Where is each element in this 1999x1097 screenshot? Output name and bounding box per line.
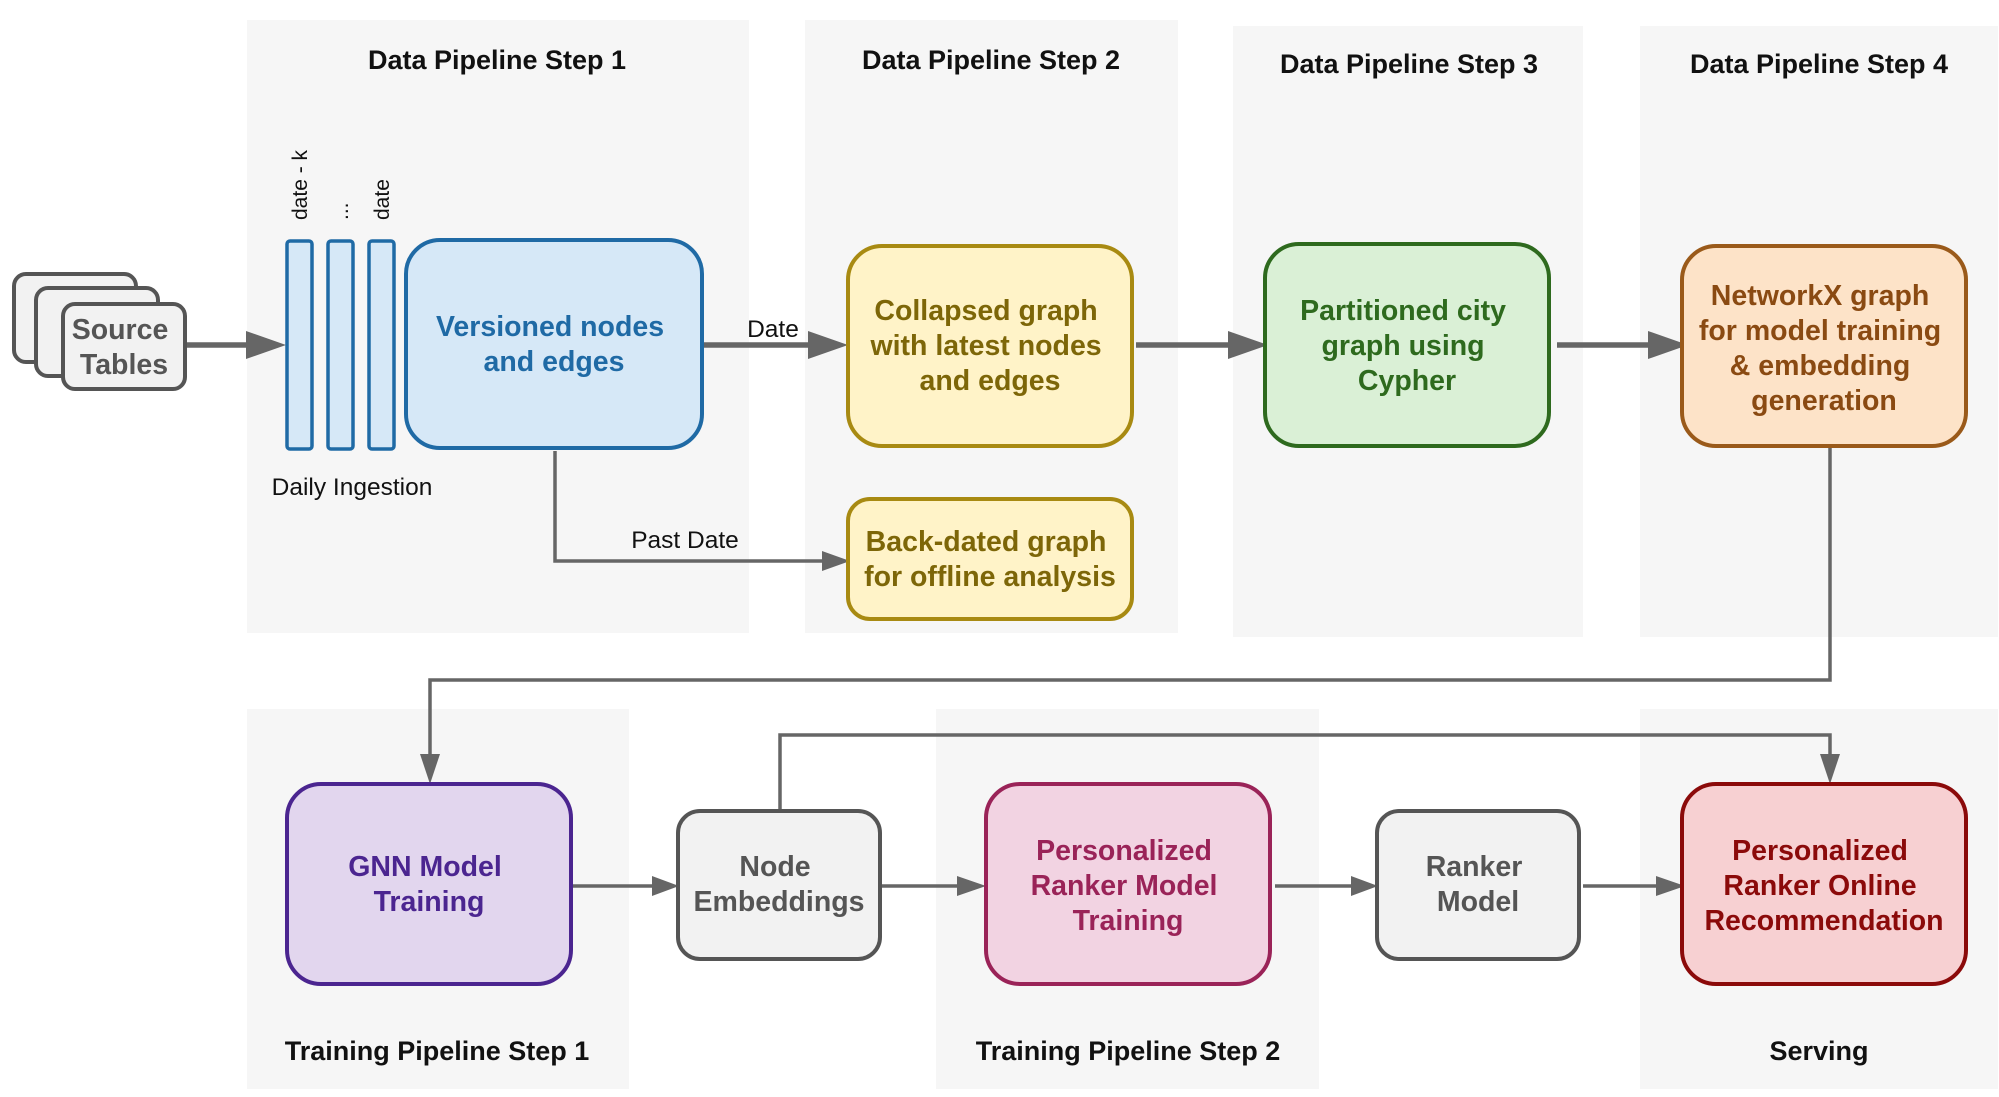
partitioned-line-3: Cypher — [1358, 365, 1456, 397]
networkx-line-4: generation — [1751, 385, 1897, 417]
embeddings-line-1: Node — [739, 851, 810, 883]
source-tables-stack: Source Tables — [12, 272, 187, 391]
source-table-front — [61, 302, 187, 391]
node-ranker-model: Ranker Model — [1375, 809, 1581, 961]
ingestion-slot-middle — [326, 239, 355, 451]
stage-title-data-2: Data Pipeline Step 2 — [862, 45, 1120, 75]
edge-networkx-to-gnn — [428, 448, 1832, 758]
ranker-training-line-3: Training — [1073, 905, 1184, 937]
arrowhead-source-to-ingestion — [246, 331, 286, 359]
svg-text:Node Embeddings: Node Embeddings — [693, 851, 864, 918]
versioned-line-1: Versioned nodes — [436, 311, 664, 343]
partitioned-line-1: Partitioned city — [1300, 295, 1506, 327]
svg-text:Back-dated graph for off: Back-dated graph for offline analysis — [864, 526, 1116, 593]
slot-label-date: date — [371, 179, 394, 220]
arrowhead-networkx-to-gnn — [420, 754, 440, 784]
node-collapsed-graph: Collapsed graph with latest nodes and ed… — [846, 244, 1134, 448]
edge-label-date: Date — [747, 316, 799, 343]
arrowhead-versioned-to-collapsed — [808, 331, 848, 359]
stage-title-training-2: Training Pipeline Step 2 — [976, 1036, 1281, 1066]
ranker-model-line-1: Ranker — [1426, 851, 1523, 883]
collapsed-line-3: and edges — [920, 365, 1061, 397]
svg-text:NetworkX graph for model: NetworkX graph for model training & embe… — [1699, 280, 1949, 417]
collapsed-line-2: with latest nodes — [869, 330, 1101, 362]
daily-ingestion-slots: date - k ... date Daily Ingestion — [272, 149, 433, 501]
node-versioned-nodes-and-edges: Versioned nodes and edges — [404, 238, 704, 450]
source-tables-label: Source Tables — [72, 314, 177, 381]
ingestion-slot-date-k — [285, 239, 314, 451]
arrowhead-collapsed-to-partitioned — [1228, 331, 1268, 359]
online-line-1: Personalized — [1732, 835, 1908, 867]
arrowhead-ranker-training-to-ranker-model — [1351, 876, 1378, 896]
edge-embeddings-to-online — [778, 733, 1832, 810]
ingestion-slot-date — [367, 239, 396, 451]
gnn-line-1: GNN Model — [348, 851, 502, 883]
collapsed-line-1: Collapsed graph — [874, 295, 1097, 327]
svg-text:Collapsed graph with lat: Collapsed graph with latest nodes and ed… — [869, 295, 1109, 397]
node-personalized-ranker-training: Personalized Ranker Model Training — [984, 782, 1272, 986]
arrowhead-embeddings-to-ranker-training — [957, 876, 986, 896]
connectors — [186, 331, 1840, 896]
online-line-3: Recommendation — [1704, 905, 1943, 937]
node-networkx-graph: NetworkX graph for model training & embe… — [1680, 244, 1968, 448]
arrowhead-partitioned-to-networkx — [1648, 331, 1688, 359]
networkx-line-2: for model training — [1699, 315, 1941, 347]
online-line-2: Ranker Online — [1723, 870, 1916, 902]
source-tables-line-1: Source — [72, 314, 169, 346]
ranker-training-line-1: Personalized — [1036, 835, 1212, 867]
svg-text:Partitioned city graph u: Partitioned city graph using Cypher — [1300, 295, 1514, 397]
node-personalized-ranker-online: Personalized Ranker Online Recommendatio… — [1680, 782, 1968, 986]
svg-text:Versioned nodes and edge: Versioned nodes and edges — [436, 311, 672, 378]
stage-title-training-1: Training Pipeline Step 1 — [285, 1036, 590, 1066]
node-gnn-model-training: GNN Model Training — [285, 782, 573, 986]
arrowhead-gnn-to-embeddings — [652, 876, 679, 896]
partitioned-line-2: graph using — [1321, 330, 1484, 362]
arrowhead-ranker-model-to-online — [1656, 876, 1685, 896]
node-back-dated-graph: Back-dated graph for offline analysis — [846, 497, 1134, 621]
svg-text:Personalized Ranker Onli: Personalized Ranker Online Recommendatio… — [1704, 835, 1943, 937]
arrowhead-embeddings-to-online — [1820, 754, 1840, 784]
backdated-line-1: Back-dated graph — [866, 526, 1107, 558]
stage-title-serving: Serving — [1769, 1036, 1868, 1066]
stage-title-data-3: Data Pipeline Step 3 — [1280, 49, 1538, 79]
stage-title-data-1: Data Pipeline Step 1 — [368, 45, 626, 75]
embeddings-line-2: Embeddings — [693, 886, 864, 918]
slot-label-date-k: date - k — [289, 149, 312, 220]
svg-text:GNN Model Training: GNN Model Training — [348, 851, 510, 918]
node-partitioned-city-graph: Partitioned city graph using Cypher — [1263, 242, 1551, 448]
backdated-line-2: for offline analysis — [864, 561, 1116, 593]
source-tables-line-2: Tables — [80, 349, 168, 381]
ranker-model-line-2: Model — [1437, 886, 1519, 918]
versioned-line-2: and edges — [484, 346, 625, 378]
slot-label-middle: ... — [330, 202, 353, 220]
svg-text:Ranker Model: Ranker Model — [1426, 851, 1531, 918]
networkx-line-1: NetworkX graph — [1711, 280, 1930, 312]
svg-text:Personalized Ranker Mode: Personalized Ranker Model Training — [1031, 835, 1226, 937]
edge-label-past-date: Past Date — [631, 527, 739, 554]
networkx-line-3: & embedding — [1730, 350, 1911, 382]
stage-title-data-4: Data Pipeline Step 4 — [1690, 49, 1948, 79]
arrowhead-versioned-to-backdated — [822, 551, 850, 571]
daily-ingestion-caption: Daily Ingestion — [272, 474, 433, 501]
gnn-line-2: Training — [374, 886, 485, 918]
ranker-training-line-2: Ranker Model — [1031, 870, 1218, 902]
edge-versioned-to-backdated — [553, 451, 826, 563]
node-node-embeddings: Node Embeddings — [676, 809, 882, 961]
